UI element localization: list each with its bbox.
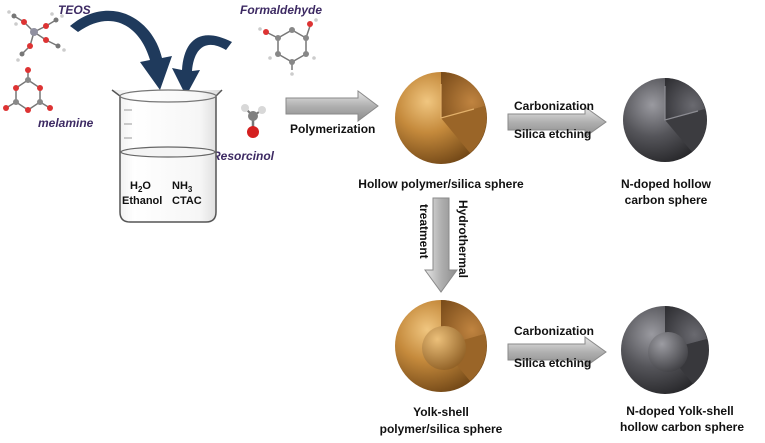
formaldehyde-label: Formaldehyde: [240, 3, 322, 17]
melamine-molecule-icon: [3, 67, 53, 113]
polymerization-arrow-icon: [285, 90, 379, 122]
beaker-icon: [111, 89, 223, 223]
treatment-label: treatment: [417, 204, 431, 259]
yolk-shell-polymer-silica-sphere: [395, 300, 487, 392]
teos-molecule-icon: [7, 10, 66, 62]
resorcinol-molecule-icon: [241, 104, 266, 138]
beaker-ctac-label: CTAC: [172, 195, 202, 207]
hydrothermal-label: Hydrothermal: [456, 200, 470, 278]
polymerization-label: Polymerization: [290, 122, 375, 136]
beaker-h2o-label: H2O: [130, 180, 151, 194]
hollow-polymer-silica-sphere: [395, 72, 487, 164]
resorcinol-label: Resorcinol: [212, 149, 275, 163]
ndoped-yolk-label-line2: hollow carbon sphere: [620, 420, 744, 434]
teos-label: TEOS: [58, 3, 91, 17]
ndoped-hollow-label-line2: carbon sphere: [625, 193, 708, 207]
curved-arrow-right-icon: [172, 35, 232, 96]
hollow-polymer-label: Hollow polymer/silica sphere: [358, 177, 524, 191]
beaker-nh3-label: NH3: [172, 180, 193, 194]
ndoped-yolk-shell-carbon-sphere: [621, 306, 709, 394]
ndoped-hollow-label-line1: N-doped hollow: [621, 177, 712, 191]
hydrothermal-arrow-icon: [424, 197, 458, 293]
top-carbonization-label: Carbonization: [514, 99, 594, 113]
ndoped-hollow-carbon-sphere: [623, 78, 707, 162]
bottom-silica-etching-label: Silica etching: [514, 356, 591, 370]
yolk-polymer-label-line1: Yolk-shell: [413, 405, 469, 419]
beaker-ethanol-label: Ethanol: [122, 195, 162, 207]
formaldehyde-molecule-icon: [258, 18, 318, 76]
ndoped-yolk-label-line1: N-doped Yolk-shell: [626, 404, 734, 418]
yolk-polymer-label-line2: polymer/silica sphere: [380, 422, 503, 436]
bottom-carbonization-label: Carbonization: [514, 324, 594, 338]
top-silica-etching-label: Silica etching: [514, 127, 591, 141]
curved-arrow-left-icon: [70, 10, 172, 91]
top-carbonization-arrow-icon: [507, 106, 607, 138]
bottom-carbonization-arrow-icon: [507, 336, 607, 368]
melamine-label: melamine: [38, 116, 94, 130]
